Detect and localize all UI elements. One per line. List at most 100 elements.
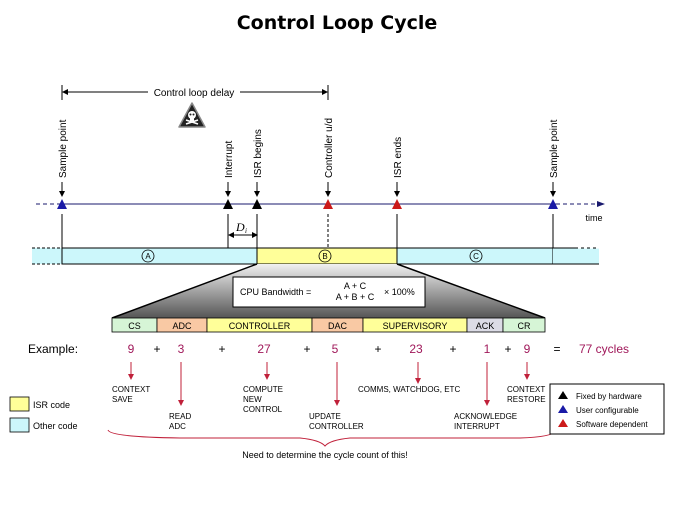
page-title: Control Loop Cycle [236,12,438,34]
example-label: Example: [28,342,78,356]
svg-text:User configurable: User configurable [576,406,639,415]
total-cycles: 77 cycles [579,342,629,356]
cycle-value: 9 [128,342,135,356]
event-drop-lines [61,214,554,248]
cycle-value: 5 [332,342,339,356]
svg-text:UPDATE: UPDATE [309,412,341,421]
di-label: D [235,220,245,234]
svg-text:A: A [145,252,151,261]
control-loop-delay: Control loop delay [61,85,329,100]
formula-suffix: × 100% [384,287,415,297]
svg-text:CONTROLLER: CONTROLLER [309,422,364,431]
svg-text:CONTROLLER: CONTROLLER [229,321,291,331]
step-note: COMMS, WATCHDOG, ETC [358,362,460,394]
marker-legend-item: User configurable [558,405,639,415]
software-marker-icon [323,199,333,209]
isr-step-supervisory: SUPERVISORY [362,317,468,333]
code-bar: A B C [32,247,599,265]
marker-legend-item: Software dependent [558,419,648,429]
svg-text:ISR code: ISR code [33,400,70,410]
svg-text:C: C [473,252,479,261]
event-label: Sample point [58,119,69,178]
plus-sign: + [218,342,225,356]
cycle-value: 23 [409,342,423,356]
plus-sign: + [303,342,310,356]
svg-text:COMMS, WATCHDOG, ETC: COMMS, WATCHDOG, ETC [358,385,460,394]
svg-text:DAC: DAC [328,321,348,331]
brace-caption: Need to determine the cycle count of thi… [242,450,408,460]
event-label: Sample point [549,119,560,178]
svg-text:ACKNOWLEDGE: ACKNOWLEDGE [454,412,517,421]
svg-text:Fixed by hardware: Fixed by hardware [576,392,642,401]
svg-text:Other code: Other code [33,421,78,431]
timeline-event: Sample point [548,119,560,209]
software-marker-icon [392,199,402,209]
segment-label: A [141,249,155,263]
di-measurement: D i [227,214,258,248]
plus-sign: + [153,342,160,356]
timeline-event: Interrupt [223,141,235,209]
svg-text:READ: READ [169,412,191,421]
segment-a [61,247,258,265]
svg-text:SAVE: SAVE [112,395,133,404]
timeline-event: Sample point [57,119,69,209]
user-marker-icon [57,199,67,209]
svg-text:CS: CS [128,321,141,331]
svg-text:B: B [322,252,327,261]
formula-prefix: CPU Bandwidth = [240,287,311,297]
cycle-count-brace: Need to determine the cycle count of thi… [107,429,557,460]
plus-sign: + [374,342,381,356]
timeline-events: Sample point Interrupt ISR begins Controlle… [57,118,560,209]
equals-sign: = [553,342,560,356]
skull-warning-icon [178,102,206,128]
svg-text:CONTEXT: CONTEXT [507,385,545,394]
cycle-value: 3 [178,342,185,356]
isr-step-cs: CS [111,317,158,333]
svg-text:CR: CR [518,321,531,331]
marker-legend-item: Fixed by hardware [558,391,642,401]
event-label: Controller u/d [324,118,335,178]
svg-text:CONTROL: CONTROL [243,405,283,414]
time-label: time [585,213,602,223]
formula-denominator: A + B + C [336,292,375,302]
timeline-axis: time [36,201,605,223]
cycle-value: 1 [484,342,491,356]
timeline-event: ISR ends [392,137,404,209]
cycle-value: 27 [257,342,271,356]
timeline-event: Controller u/d [323,118,335,209]
plus-sign: + [504,342,511,356]
segment-label: B [318,249,332,263]
isr-step-ack: ACK [466,317,504,333]
hardware-marker-icon [252,199,262,209]
isr-step-adc: ADC [156,317,208,333]
svg-text:SUPERVISORY: SUPERVISORY [383,321,448,331]
svg-text:RESTORE: RESTORE [507,395,546,404]
event-label: ISR begins [253,129,264,178]
svg-text:CONTEXT: CONTEXT [112,385,150,394]
cycle-value: 9 [524,342,531,356]
svg-text:ACK: ACK [476,321,495,331]
svg-text:ADC: ADC [169,422,186,431]
code-legend-item: Other code [9,417,78,433]
di-subscript: i [245,227,247,235]
code-legend-item: ISR code [9,396,70,412]
isr-step-cr: CR [502,317,546,333]
hardware-marker-icon [223,199,233,209]
svg-text:COMPUTE: COMPUTE [243,385,283,394]
user-marker-icon [548,199,558,209]
svg-text:ADC: ADC [172,321,192,331]
formula-numerator: A + C [344,281,367,291]
isr-step-dac: DAC [311,317,364,333]
step-notes: CONTEXTSAVEREADADCCOMPUTENEWCONTROLUPDAT… [112,362,546,431]
cpu-bandwidth-formula: CPU Bandwidth = A + C A + B + C × 100% [232,276,426,308]
svg-text:NEW: NEW [243,395,262,404]
